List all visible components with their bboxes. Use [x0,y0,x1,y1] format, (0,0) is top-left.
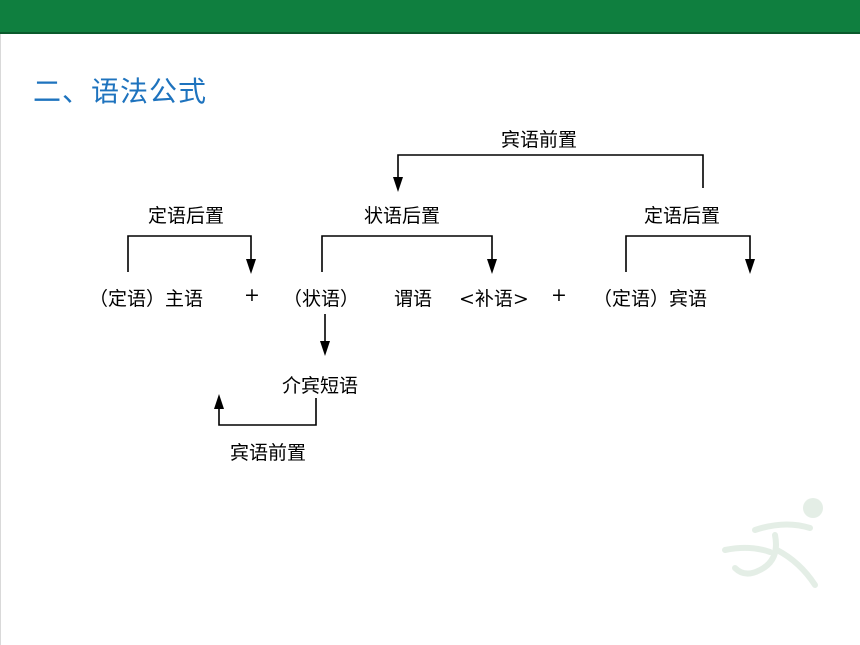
formula-complement: <补语> [459,288,529,310]
right-bracket-arrowhead [745,259,755,274]
top-bracket-arrowhead [393,177,403,192]
prep-phrase-label: 介宾短语 [282,375,359,397]
bottom-bracket-arrowhead [214,394,224,409]
slide-title: 二、语法公式 [33,75,208,108]
right-bracket-label: 定语后置 [644,205,721,227]
left-border [0,34,1,645]
formula-adverbial: （状语） [283,288,360,310]
bottom-bracket-label: 宾语前置 [230,442,307,464]
top-bracket-line [397,154,704,188]
right-bracket-line [625,235,751,272]
left-bracket-label: 定语后置 [148,205,225,227]
formula-predicate: 谓语 [394,288,433,310]
plus-sign-1: + [244,284,260,306]
plus-sign-2: + [551,284,567,306]
left-bracket-arrowhead [246,259,256,274]
adverbial-down-arrowhead [320,341,330,356]
middle-bracket-label: 状语后置 [364,205,441,227]
top-bracket-label: 宾语前置 [501,129,578,151]
header-bar [0,0,860,32]
formula-attr-object: （定语）宾语 [593,288,708,310]
middle-bracket-arrowhead [487,259,497,274]
left-bracket-line [127,235,252,272]
header-divider [0,32,860,34]
bottom-bracket-line [218,398,317,426]
middle-bracket-line [321,235,493,272]
runner-watermark-icon [722,498,823,588]
formula-attr-subject: （定语）主语 [89,288,204,310]
